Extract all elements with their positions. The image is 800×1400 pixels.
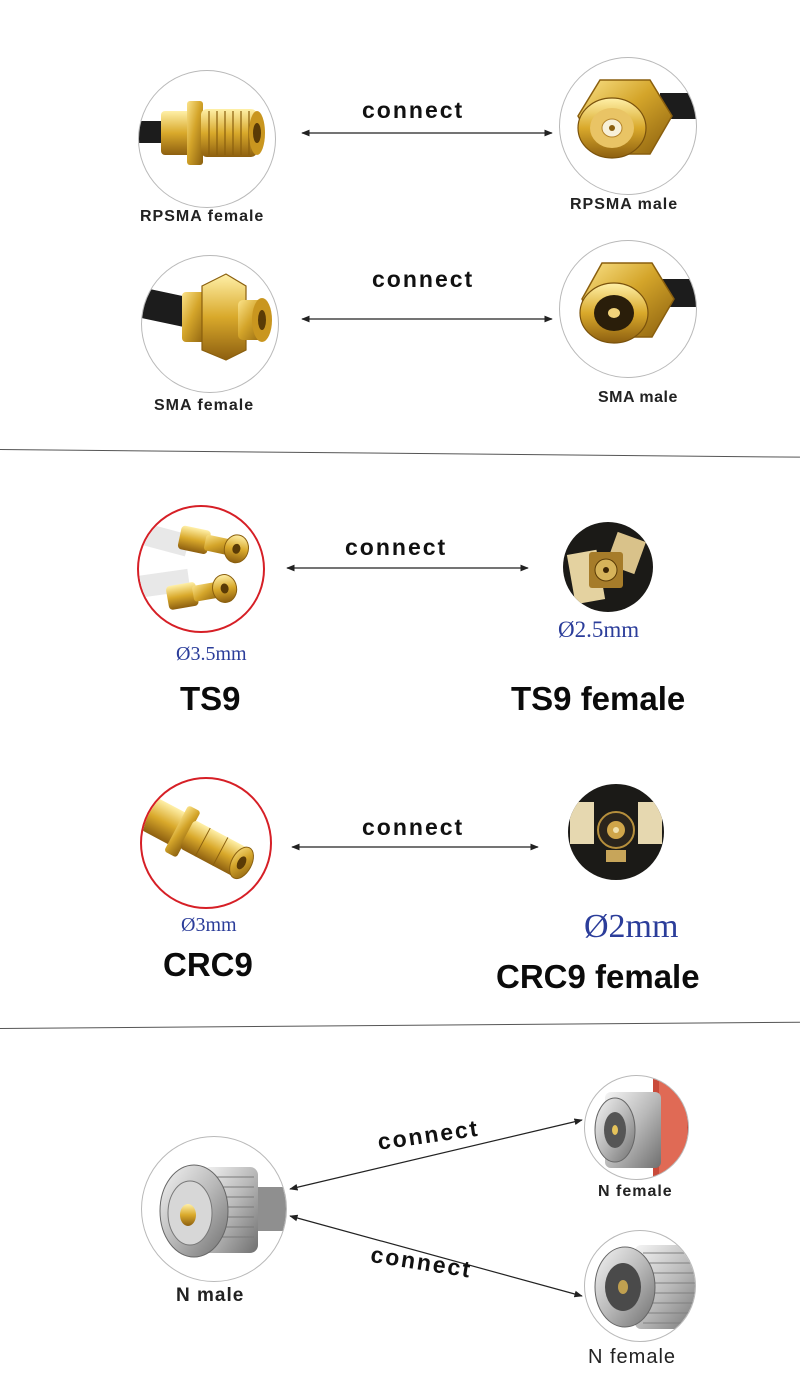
crc9-plug-photo <box>140 777 272 909</box>
n-female-bottom-label: N female <box>588 1346 677 1368</box>
crc9-label: CRC9 <box>163 946 253 983</box>
sma-female-connector-icon <box>142 273 272 361</box>
ts9-plug-icon <box>139 519 249 610</box>
n-male-photo <box>141 1136 287 1282</box>
sma-male-connector-icon <box>579 262 696 344</box>
crc9-plug-icon <box>142 798 254 880</box>
ts9-plug-diameter: Ø3.5mm <box>176 643 247 665</box>
n-female-connector-icon <box>594 1245 695 1329</box>
crc9-socket-diameter: Ø2mm <box>584 908 679 945</box>
n-female-photo <box>584 1230 696 1342</box>
ts9-socket-diameter: Ø2.5mm <box>558 617 640 642</box>
sma-male-label: SMA male <box>598 389 678 406</box>
crc9-female-label: CRC9 female <box>496 958 700 995</box>
n-female-top-label: N female <box>598 1183 673 1200</box>
sma-male-photo <box>559 240 697 378</box>
ts9-socket-icon <box>566 531 646 605</box>
ts9-socket-photo <box>563 522 653 612</box>
connect-label-crc9: connect <box>362 814 465 840</box>
rpsma-male-photo <box>559 57 697 195</box>
n-female-connector-icon <box>594 1078 688 1178</box>
n-male-label: N male <box>176 1285 245 1306</box>
ts9-label: TS9 <box>180 680 241 717</box>
rpsma-male-label: RPSMA male <box>570 196 679 213</box>
rpsma-female-connector-icon <box>139 101 265 165</box>
sma-female-photo <box>141 255 279 393</box>
connect-label-ts9: connect <box>345 534 448 560</box>
n-male-connector-icon <box>159 1164 286 1258</box>
sma-female-label: SMA female <box>154 397 255 414</box>
crc9-plug-diameter: Ø3mm <box>181 914 237 936</box>
rpsma-female-photo <box>138 70 276 208</box>
ts9-plug-photo <box>137 505 265 633</box>
crc9-socket-icon <box>570 802 662 862</box>
connect-label-sma: connect <box>372 266 475 292</box>
n-female-bulkhead-photo <box>584 1075 689 1180</box>
ts9-female-label: TS9 female <box>511 680 686 717</box>
crc9-socket-photo <box>568 784 664 880</box>
connect-label-rpsma: connect <box>362 97 465 123</box>
rpsma-male-connector-icon <box>577 79 696 159</box>
rpsma-female-label: RPSMA female <box>140 208 265 225</box>
